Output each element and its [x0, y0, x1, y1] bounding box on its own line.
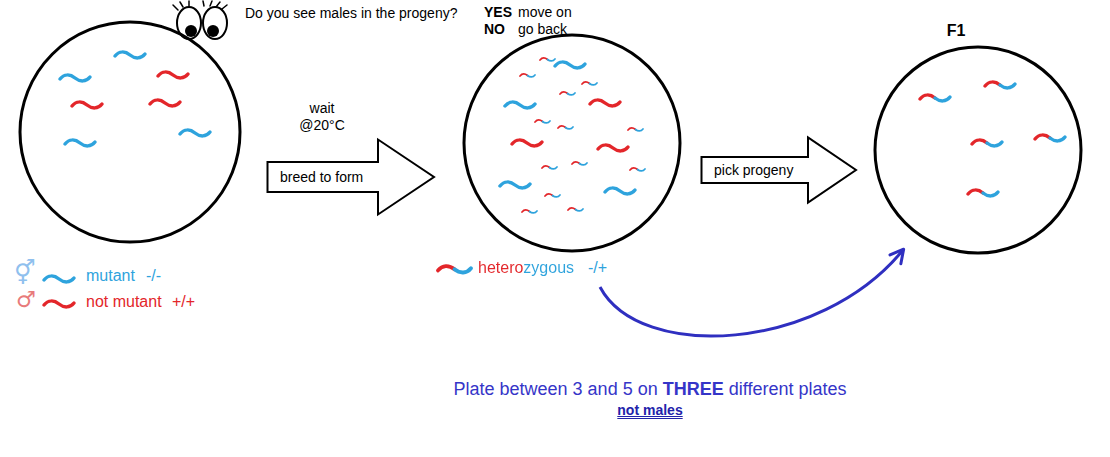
petri-dish: [20, 22, 240, 242]
worm-symbol: [44, 276, 74, 282]
worms: [60, 52, 210, 146]
arrow-label: pick progeny: [714, 162, 793, 179]
genotype-name: mutant: [86, 266, 135, 285]
instruction-text: different plates: [729, 379, 847, 399]
worms: [500, 58, 645, 213]
worms: [920, 82, 1065, 196]
instruction-note: Plate between 3 and 5 on THREE different…: [380, 378, 920, 420]
arrow-label: breed to form: [280, 169, 363, 186]
dish-outline: [873, 45, 1083, 255]
sex-symbol: ⚥: [14, 259, 36, 288]
question-text: Do you see males in the progeny?: [245, 5, 457, 22]
answer-yes: YES: [484, 4, 512, 21]
genotype: -/+: [588, 258, 607, 277]
petri-dish: [464, 35, 680, 251]
genotype: -/-: [146, 266, 161, 285]
petri-dish: F1: [873, 21, 1083, 255]
instruction-text: Plate between 3 and 5 on: [454, 379, 658, 399]
genotype-name: not mutant: [86, 292, 162, 311]
curved-arrow: [600, 250, 903, 336]
generation-label: F1: [947, 21, 966, 40]
condition-label: wait @20°C: [290, 100, 354, 134]
sex-symbol: ♂: [16, 287, 36, 313]
genotype: +/+: [172, 292, 195, 311]
answer-action: go back: [518, 21, 567, 38]
worm-symbol: [438, 266, 471, 272]
block-arrow: breed to form wait @20°C: [266, 100, 436, 216]
block-arrow: pick progeny: [700, 136, 858, 204]
instruction-emphasis: THREE: [663, 379, 724, 399]
instruction-warning: not males: [617, 402, 682, 418]
answer-no: NO: [484, 21, 505, 38]
genotype-name: heterozygous: [478, 258, 574, 277]
answer-action: move on: [518, 4, 572, 21]
worm-symbol: [44, 301, 74, 307]
